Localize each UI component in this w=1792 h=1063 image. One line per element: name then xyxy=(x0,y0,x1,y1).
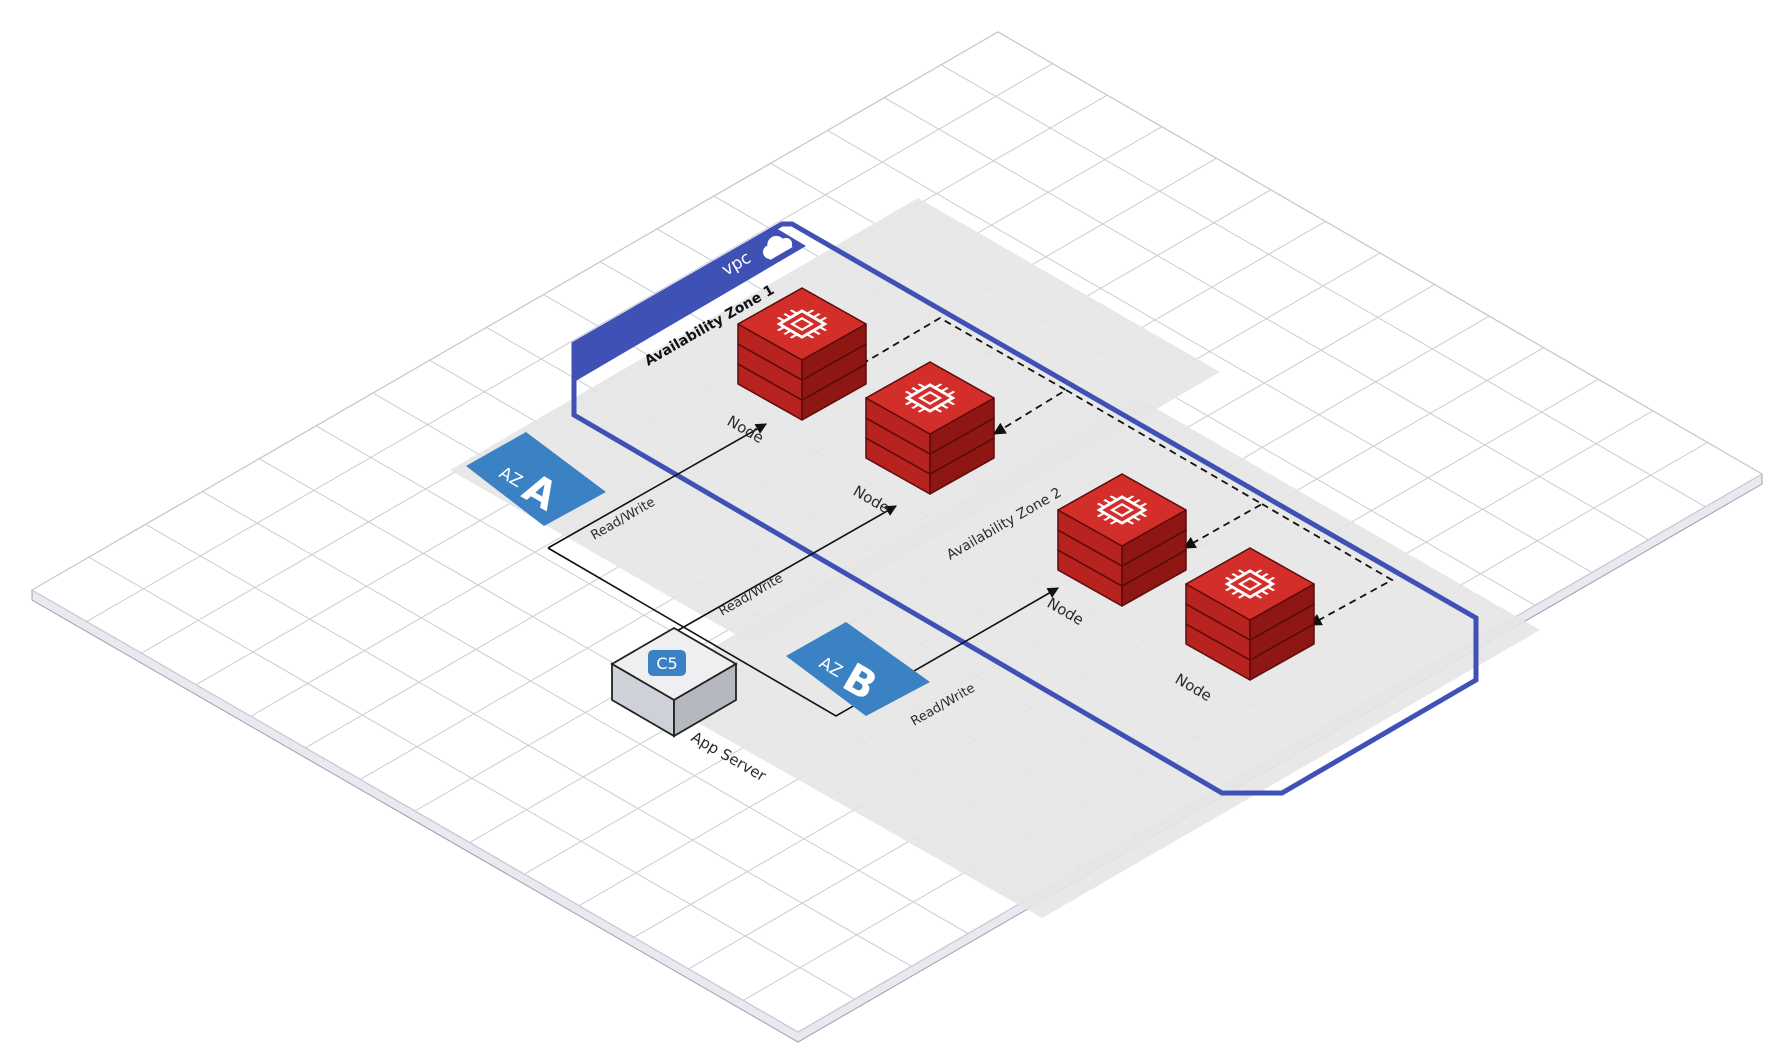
chip-part xyxy=(1109,495,1119,501)
chip-part xyxy=(933,407,943,413)
memory-chip-icon xyxy=(1096,495,1148,525)
availability-zone-1-region xyxy=(450,198,1220,644)
chip-part xyxy=(1138,512,1148,518)
chip-part xyxy=(911,403,920,409)
node-layer-top xyxy=(737,287,867,361)
az-badge-b: AZ B xyxy=(786,622,930,716)
cloud-icon xyxy=(763,235,793,261)
chip-part xyxy=(783,329,792,335)
chip-part xyxy=(1125,519,1135,525)
chip-part xyxy=(1109,503,1135,517)
chip-part xyxy=(812,313,821,319)
chip-part xyxy=(1132,515,1141,521)
chip-part xyxy=(783,313,792,319)
chip-part xyxy=(940,387,949,393)
chip-part xyxy=(789,317,815,331)
chip-part xyxy=(940,403,949,409)
connection-line-1 xyxy=(547,423,767,549)
chip-part xyxy=(1132,499,1141,505)
chip-part xyxy=(1096,502,1106,508)
chip-part xyxy=(789,309,799,315)
instance-type-badge xyxy=(648,650,686,676)
chip-part xyxy=(946,390,956,396)
chip-part xyxy=(1253,569,1263,575)
memory-chip-icon xyxy=(904,383,956,413)
chip-part xyxy=(1260,589,1269,595)
chip-part xyxy=(1109,519,1119,525)
chip-part xyxy=(933,383,943,389)
node-layer-top xyxy=(865,361,995,435)
chip-part xyxy=(946,400,956,406)
replication-line-1 xyxy=(861,316,1068,435)
chip-part xyxy=(1096,512,1106,518)
chip-part xyxy=(812,329,821,335)
chip-part xyxy=(776,316,786,322)
chip-part xyxy=(1103,515,1112,521)
chip-part xyxy=(1224,576,1234,582)
chip-part xyxy=(1253,593,1263,599)
node-1[interactable] xyxy=(737,287,867,421)
chip-part xyxy=(1231,589,1240,595)
connection-line-3 xyxy=(674,505,897,633)
chip-part xyxy=(1237,569,1247,575)
instance-type-label: C5 xyxy=(656,654,677,673)
chip-part xyxy=(1138,502,1148,508)
memory-chip-icon xyxy=(776,309,828,339)
node-group xyxy=(737,287,1315,681)
chip-part xyxy=(805,309,815,315)
chip-part xyxy=(1237,577,1263,591)
chip-part xyxy=(1260,573,1269,579)
node-layer-top xyxy=(1057,473,1187,547)
grid-line xyxy=(31,31,999,591)
chip-part xyxy=(1103,499,1112,505)
chip-part xyxy=(1125,495,1135,501)
chip-part xyxy=(1266,576,1276,582)
app-server[interactable]: C5 xyxy=(610,626,738,738)
read-write-connections xyxy=(547,423,1059,717)
chip-part xyxy=(904,400,914,406)
node-layer-top xyxy=(1185,547,1315,621)
chip-part xyxy=(911,387,920,393)
node-4[interactable] xyxy=(1185,547,1315,681)
chip-part xyxy=(818,326,828,332)
az-badge-a: AZ A xyxy=(466,432,606,526)
chip-part xyxy=(904,390,914,396)
chip-part xyxy=(917,391,943,405)
chip-part xyxy=(1231,573,1240,579)
chip-part xyxy=(805,333,815,339)
chip-part xyxy=(789,333,799,339)
memory-chip-icon xyxy=(1224,569,1276,599)
chip-part xyxy=(917,407,927,413)
node-2[interactable] xyxy=(865,361,995,495)
chip-part xyxy=(776,326,786,332)
chip-part xyxy=(1224,586,1234,592)
chip-part xyxy=(818,316,828,322)
replication-lines xyxy=(861,316,1394,626)
node-3[interactable] xyxy=(1057,473,1187,607)
replication-line-3 xyxy=(1261,503,1394,626)
grid-line xyxy=(86,63,1053,623)
chip-part xyxy=(1237,593,1247,599)
replication-line-2 xyxy=(1065,389,1264,549)
connection-line-2 xyxy=(547,547,1059,717)
chip-part xyxy=(917,383,927,389)
chip-part xyxy=(1266,586,1276,592)
